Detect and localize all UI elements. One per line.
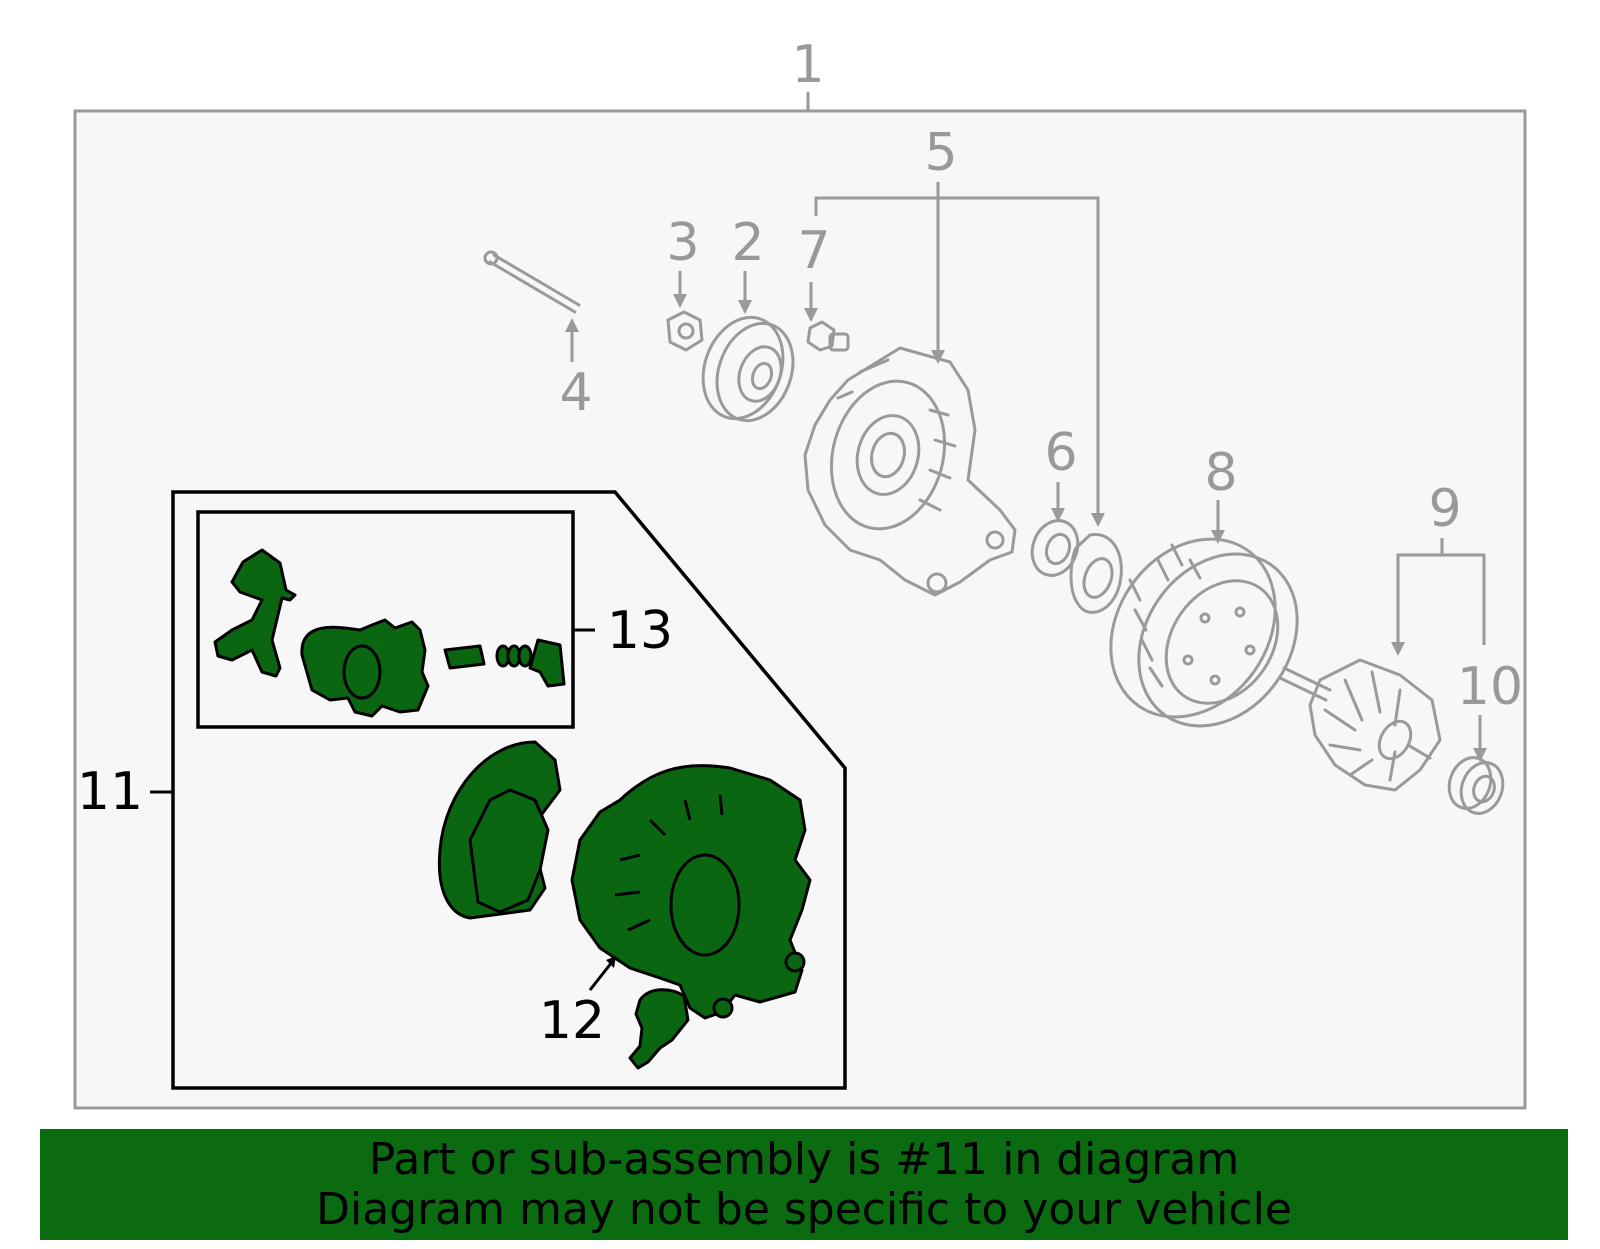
callout-5[interactable]: 5: [924, 123, 957, 183]
part-9-rotor[interactable]: [1278, 658, 1442, 792]
assembly-frame: [73, 109, 1527, 1110]
part-6-seal[interactable]: [1025, 514, 1085, 582]
callout-9[interactable]: 9: [1428, 479, 1461, 539]
part-11-rear-cover[interactable]: [437, 740, 562, 920]
part-11-alternator[interactable]: [570, 764, 812, 1020]
callout-8[interactable]: 8: [1204, 443, 1237, 503]
subassembly-11-outline: [171, 490, 847, 1090]
part-5-plate[interactable]: [1069, 533, 1123, 614]
callout-11[interactable]: 11: [77, 762, 143, 822]
disclaimer-banner: Part or sub-assembly is #11 in diagram D…: [40, 1129, 1568, 1240]
part-5-housing[interactable]: [803, 346, 1017, 597]
part-4-bolt[interactable]: [483, 250, 581, 314]
callout-1[interactable]: 1: [791, 35, 824, 95]
part-2-pulley[interactable]: [690, 306, 806, 431]
callout-6[interactable]: 6: [1044, 423, 1077, 483]
callout-13[interactable]: 13: [607, 601, 673, 661]
part-3-nut[interactable]: [666, 310, 704, 352]
part-12-terminal[interactable]: [628, 988, 690, 1070]
callout-10[interactable]: 10: [1457, 657, 1523, 717]
subassembly-13-outline: [196, 510, 575, 729]
banner-line-1: Part or sub-assembly is #11 in diagram: [368, 1133, 1240, 1185]
callout-7[interactable]: 7: [797, 221, 830, 281]
part-13-regulator-kit[interactable]: [213, 548, 566, 718]
callout-12[interactable]: 12: [539, 991, 605, 1051]
part-8-stator[interactable]: [1077, 507, 1330, 756]
part-7-screw[interactable]: [806, 320, 850, 352]
callout-2[interactable]: 2: [731, 213, 764, 273]
callout-4[interactable]: 4: [559, 363, 592, 423]
banner-line-2: Diagram may not be specific to your vehi…: [316, 1183, 1292, 1235]
callout-3[interactable]: 3: [666, 213, 699, 273]
